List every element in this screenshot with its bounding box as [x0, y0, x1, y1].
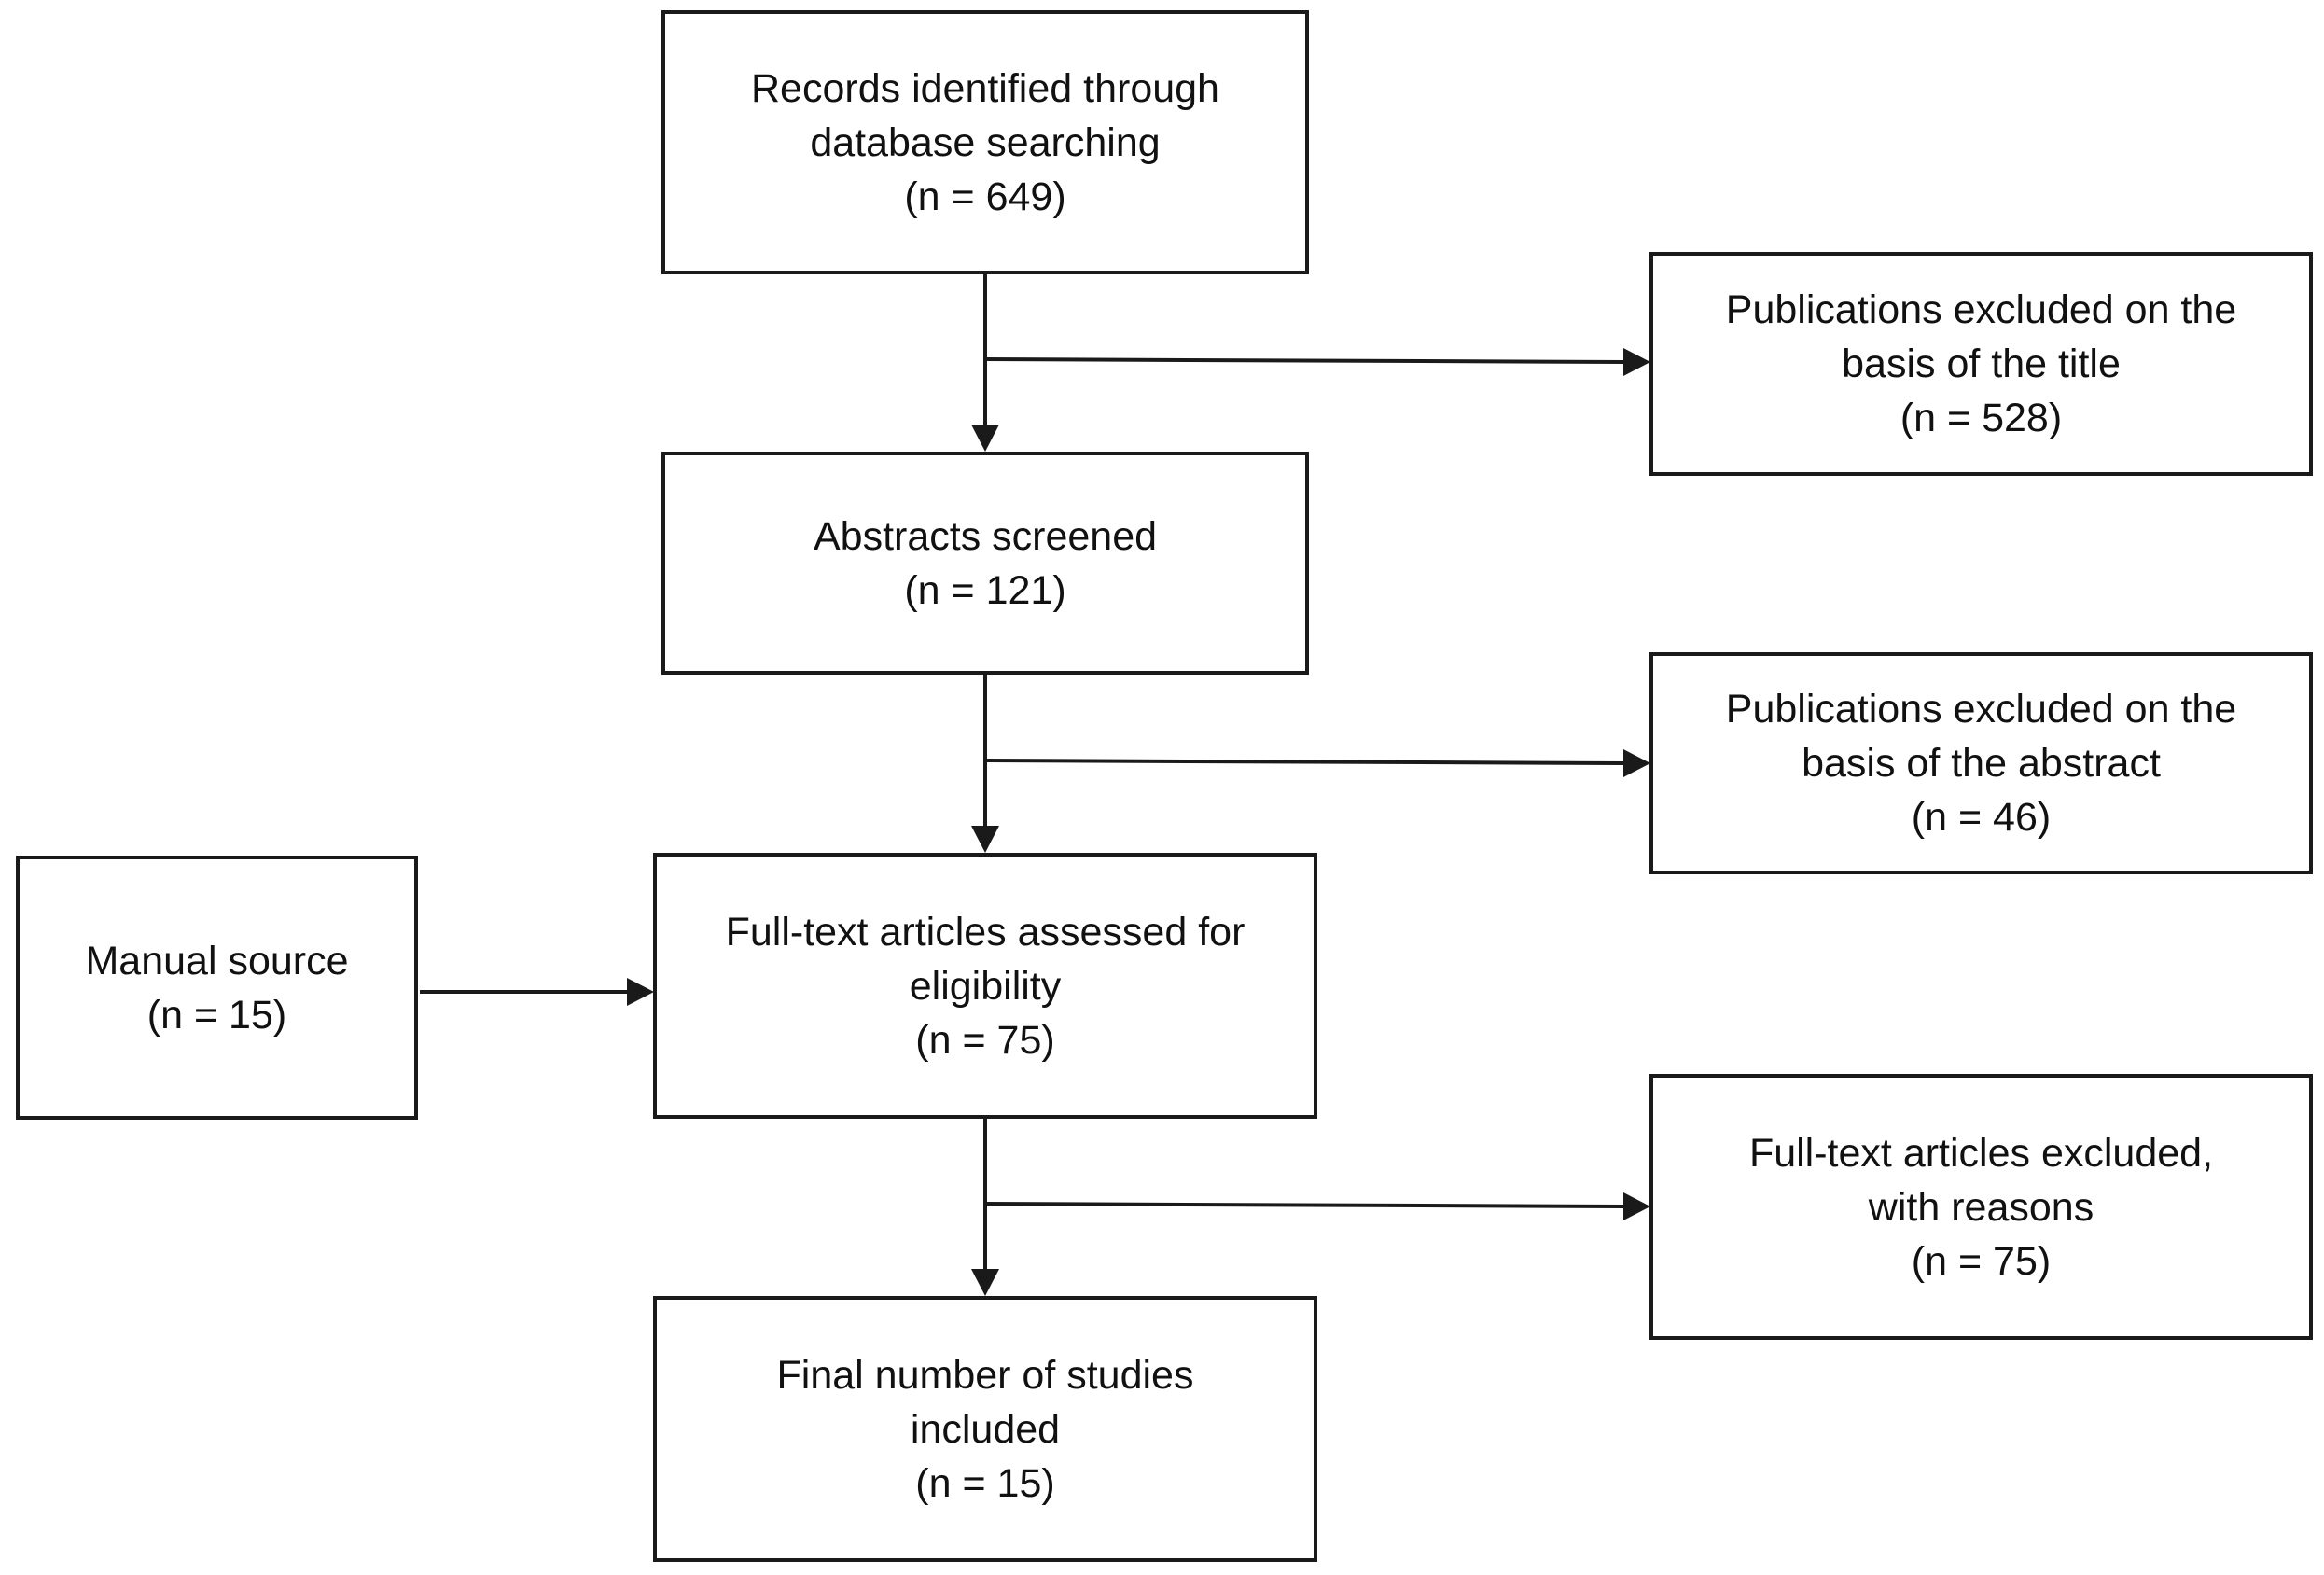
arrowhead-right-title: [1623, 348, 1650, 376]
full-text-assessed-box: Full-text articles assessed for eligibil…: [653, 853, 1317, 1119]
full-text-excluded-box: Full-text articles excluded, with reason…: [1649, 1074, 2313, 1340]
full-text-assessed-line2: eligibility: [909, 963, 1062, 1009]
excluded-abstract-line2: basis of the abstract: [1802, 741, 2161, 786]
final-included-count: (n = 15): [915, 1460, 1055, 1506]
records-identified-count: (n = 649): [904, 174, 1066, 219]
arrow-to-excluded-title: [984, 357, 1624, 364]
records-identified-line2: database searching: [810, 119, 1161, 165]
arrowhead-right-abstract: [1623, 749, 1650, 777]
arrowhead-right-fulltext: [1623, 1192, 1650, 1220]
abstracts-screened-line1: Abstracts screened: [813, 513, 1158, 559]
full-text-excluded-line2: with reasons: [1868, 1184, 2094, 1230]
abstracts-screened-count: (n = 121): [904, 567, 1066, 613]
excluded-title-box: Publications excluded on the basis of th…: [1649, 252, 2313, 476]
full-text-excluded-line1: Full-text articles excluded,: [1748, 1130, 2214, 1176]
excluded-abstract-count: (n = 46): [1911, 795, 2052, 840]
manual-source-box: Manual source (n = 15): [16, 856, 418, 1120]
records-identified-box: Records identified through database sear…: [661, 10, 1309, 274]
excluded-title-line1: Publications excluded on the: [1725, 287, 2237, 332]
arrowhead-down-3: [971, 1269, 999, 1296]
full-text-excluded-count: (n = 75): [1911, 1238, 2052, 1284]
excluded-abstract-line1: Publications excluded on the: [1725, 687, 2237, 732]
excluded-title-count: (n = 528): [1900, 396, 2063, 440]
excluded-abstract-box: Publications excluded on the basis of th…: [1649, 652, 2313, 874]
arrowhead-down-1: [971, 425, 999, 452]
final-included-box: Final number of studies included (n = 15…: [653, 1296, 1317, 1562]
arrow-to-excluded-abstract: [984, 759, 1624, 765]
abstracts-screened-box: Abstracts screened (n = 121): [661, 452, 1309, 675]
full-text-assessed-line1: Full-text articles assessed for: [725, 909, 1245, 955]
manual-source-count: (n = 15): [146, 992, 287, 1038]
full-text-assessed-count: (n = 75): [915, 1017, 1055, 1063]
excluded-title-line2: basis of the title: [1842, 341, 2121, 386]
final-included-line2: included: [910, 1406, 1061, 1452]
records-identified-line1: Records identified through: [751, 65, 1219, 111]
manual-source-line1: Manual source: [85, 938, 349, 983]
arrow-to-fulltext-excluded: [984, 1202, 1624, 1208]
arrowhead-right-manual: [627, 978, 654, 1006]
arrowhead-down-2: [971, 826, 999, 853]
final-included-line1: Final number of studies: [776, 1352, 1194, 1398]
